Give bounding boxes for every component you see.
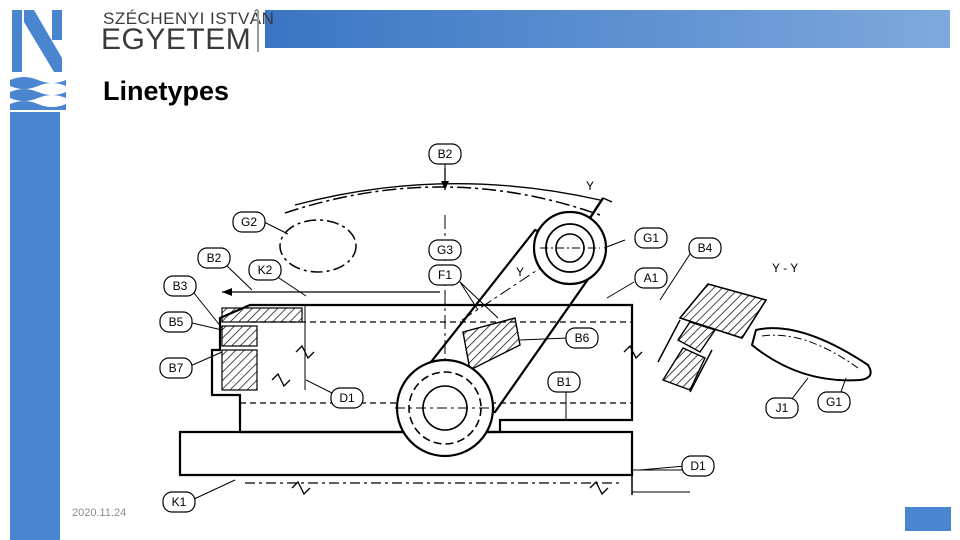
callout-b4: B4 (698, 241, 713, 255)
callout-a1-shape (634, 267, 668, 289)
top-pin-outer (532, 210, 608, 286)
callout-b2-left-shape (197, 247, 231, 269)
callout-b3-shape (163, 275, 197, 297)
callout-j1: J1 (776, 401, 789, 415)
top-accent-bar (265, 10, 950, 48)
callout-b3: B3 (173, 279, 188, 293)
callout-g1-right: G1 (826, 395, 842, 409)
callout-f1-shape (428, 264, 462, 286)
callout-b2-top: B2 (438, 147, 453, 161)
university-name-top: SZÉCHENYI ISTVÁN (103, 9, 275, 28)
section-marker-y-mid: Y (516, 265, 524, 279)
bottom-rail (178, 430, 634, 477)
university-logo-icon (8, 6, 66, 110)
section-label-y-y: Y - Y (772, 261, 798, 275)
callout-b7-shape (159, 357, 193, 379)
callout-b5: B5 (169, 315, 184, 329)
callout-b4-shape (688, 237, 722, 259)
callout-d1-right-shape (681, 455, 715, 477)
callout-j1-shape (765, 397, 799, 419)
section-handle (750, 327, 872, 382)
callout-g1-right-shape (817, 391, 851, 413)
footer-date: 2020.11.24 (72, 507, 127, 519)
callout-d1-mid: D1 (339, 391, 355, 405)
callout-g1-top: G1 (643, 231, 659, 245)
callout-k2-shape (248, 259, 282, 281)
callout-d1-mid-shape (330, 387, 364, 409)
callout-a1: A1 (644, 271, 659, 285)
section-marker-y-top: Y (586, 179, 594, 193)
university-name-bottom: EGYETEM (101, 23, 252, 56)
dimension-arc-b2 (294, 183, 601, 206)
callout-g3-shape (428, 239, 462, 261)
callout-b5-shape (159, 311, 193, 333)
callout-f1: F1 (438, 268, 452, 282)
footer-accent-box (905, 507, 951, 531)
slide-title: Linetypes (103, 76, 230, 106)
callout-g2-shape (232, 211, 266, 233)
callout-k1: K1 (172, 495, 187, 509)
callout-b6-shape (565, 327, 599, 349)
callout-b2-top-shape (428, 143, 462, 165)
phantom-circle (279, 219, 357, 273)
callout-k2: K2 (258, 263, 273, 277)
callout-b2-left: B2 (207, 251, 222, 265)
callout-b1-shape (547, 371, 581, 393)
callout-d1-right: D1 (690, 459, 706, 473)
callout-b7: B7 (169, 361, 184, 375)
callout-b6: B6 (575, 331, 590, 345)
left-accent-bar (10, 112, 60, 540)
callout-b1: B1 (557, 375, 572, 389)
logo-divider (257, 10, 259, 52)
callout-g1-top-shape (634, 227, 668, 249)
callout-g2: G2 (241, 215, 257, 229)
callout-g3: G3 (437, 243, 453, 257)
callout-k1-shape (162, 491, 196, 513)
